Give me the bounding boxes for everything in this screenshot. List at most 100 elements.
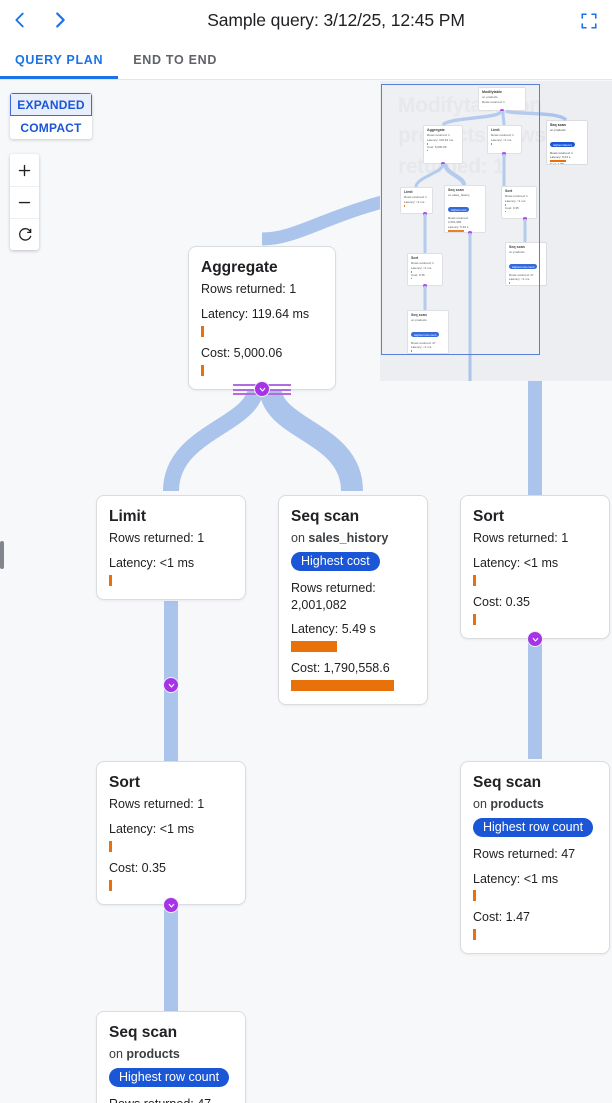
- minimap-node-sub: on products: [509, 250, 525, 255]
- minimap-latency-bar: [550, 160, 566, 163]
- status-badge: Highest cost: [291, 551, 380, 571]
- node-seqscan-products-bottom[interactable]: Seq scan on products Highest row count R…: [96, 1011, 246, 1103]
- latency-bar: [291, 641, 337, 653]
- minimap-node-sub2: Rows returned: 1: [482, 99, 505, 104]
- node-rows: Rows returned: 1: [201, 281, 297, 296]
- forward-arrow-icon[interactable]: [40, 0, 80, 40]
- horizontal-scroll-handle[interactable]: [0, 541, 4, 569]
- minimap-node-cost: Cost: 1.47: [509, 284, 543, 285]
- minimap-node-sub2: Latency: <1 ms: [411, 265, 432, 270]
- node-aggregate[interactable]: Aggregate Rows returned: 1 Latency: 119.…: [188, 246, 336, 390]
- node-latency: Latency: 119.64 ms: [201, 306, 310, 321]
- fullscreen-icon[interactable]: [576, 8, 602, 34]
- page-title: Sample query: 3/12/25, 12:45 PM: [207, 9, 465, 30]
- latency-bar: [473, 574, 476, 586]
- node-subtitle: on sales_history: [291, 529, 415, 548]
- node-rows: Rows returned: 1: [109, 530, 205, 545]
- minimap-node-cost: Cost: 1.58: [550, 162, 564, 165]
- minimap-panel[interactable]: Modifytable on products Rows returned: 1…: [380, 81, 612, 381]
- node-seqscan-products-right[interactable]: Seq scan on products Highest row count R…: [460, 761, 610, 955]
- graph-canvas[interactable]: Modifytable on products Rows returned: 1…: [0, 81, 612, 1103]
- minimap-node-sub: Rows returned: 1: [491, 133, 514, 138]
- status-badge: Highest row count: [473, 817, 594, 837]
- minimap-cost-bar: [427, 149, 429, 152]
- node-sort-right[interactable]: Sort Rows returned: 1 Latency: <1 ms Cos…: [460, 495, 610, 639]
- minimap-node-sub: Rows returned: 1: [505, 194, 528, 199]
- minimap-node-sub: on sales_history: [448, 193, 470, 198]
- node-on-prefix: on: [473, 796, 491, 811]
- cost-bar: [291, 680, 394, 692]
- node-cost: Cost: 0.35: [473, 594, 530, 609]
- node-subtitle: on products: [109, 1045, 233, 1064]
- mode-expanded-button[interactable]: EXPANDED: [10, 93, 92, 116]
- node-table-name: products: [490, 796, 544, 811]
- node-sort-left[interactable]: Sort Rows returned: 1 Latency: <1 ms Cos…: [96, 761, 246, 905]
- minimap-node-sub2: Latency: <1 ms: [491, 137, 512, 142]
- minimap-node-title: Limit: [404, 190, 413, 194]
- zoom-in-button[interactable]: [10, 154, 39, 186]
- minimap-collapse-dot: [423, 284, 427, 288]
- minimap-node-title: Sort: [505, 189, 513, 193]
- minimap-node-title: Aggregate: [427, 128, 445, 132]
- node-cost: Cost: 1,790,558.6: [291, 661, 390, 676]
- minimap-latency-bar: [411, 350, 413, 353]
- minimap-node-badge: Highest latency: [550, 142, 576, 148]
- node-rows: Rows returned: 47: [109, 1096, 233, 1103]
- minimap-node-cost: Cost: 0.35: [505, 205, 519, 210]
- node-cost: Cost: 0.35: [109, 860, 166, 875]
- tab-query-plan[interactable]: QUERY PLAN: [0, 40, 119, 79]
- minimap-node-title: Seq scan: [509, 245, 525, 249]
- node-on-prefix: on: [109, 1046, 127, 1061]
- node-limit[interactable]: Limit Rows returned: 1 Latency: <1 ms: [96, 495, 246, 600]
- minimap-node-cost: Cost: 1.47: [411, 352, 445, 353]
- aggregate-collapse-toggle[interactable]: [254, 381, 270, 397]
- node-latency: Latency: <1 ms: [109, 555, 195, 570]
- minimap-node-sub2: Latency: 119.64 ms: [427, 137, 453, 142]
- node-cost: Cost: 5,000.06: [201, 345, 283, 360]
- minimap-node-badge: Highest row count: [509, 264, 538, 270]
- minimap-node-badge: Highest cost: [448, 207, 470, 213]
- minimap-collapse-dot: [502, 152, 506, 156]
- minimap-collapse-dot: [468, 231, 472, 235]
- minimap-node-sub: Rows returned: 1: [404, 195, 427, 200]
- node-table-name: sales_history: [308, 530, 389, 545]
- zoom-out-button[interactable]: [10, 186, 39, 218]
- node-title: Limit: [109, 508, 147, 525]
- minimap-node-sub: on products: [482, 95, 498, 100]
- latency-bar: [201, 325, 204, 337]
- node-seqscan-sales-history[interactable]: Seq scan on sales_history Highest cost R…: [278, 495, 428, 706]
- minimap-latency-bar: [404, 204, 406, 207]
- back-arrow-icon[interactable]: [0, 0, 40, 40]
- minimap-node-title: Seq scan: [411, 313, 427, 317]
- node-title: Seq scan: [291, 508, 360, 525]
- node-rows: Rows returned: 2,001,082: [291, 580, 376, 612]
- minimap-edge-layer: [414, 109, 568, 381]
- node-latency: Latency: <1 ms: [473, 555, 559, 570]
- node-on-prefix: on: [291, 530, 309, 545]
- minimap-node-title: Seq scan: [448, 188, 464, 192]
- minimap-node-latency: Latency: <1 ms: [509, 277, 530, 282]
- minimap-node-title: Modifytable: [482, 90, 502, 94]
- mode-compact-button[interactable]: COMPACT: [10, 116, 92, 139]
- minimap-collapse-dot: [523, 217, 527, 221]
- sort-right-collapse-toggle[interactable]: [527, 631, 543, 647]
- latency-bar: [109, 574, 112, 586]
- tab-end-to-end[interactable]: END TO END: [133, 52, 218, 67]
- limit-collapse-toggle[interactable]: [163, 677, 179, 693]
- minimap-latency-bar: [505, 203, 507, 206]
- minimap-node-title: Limit: [491, 128, 500, 132]
- minimap-node-sub: Rows returned: 1: [427, 133, 450, 138]
- minimap-latency-bar: [509, 282, 511, 285]
- node-rows: Rows returned: 47: [473, 846, 576, 861]
- sort-left-collapse-toggle[interactable]: [163, 897, 179, 913]
- zoom-controls: [10, 154, 39, 250]
- node-latency: Latency: <1 ms: [473, 871, 559, 886]
- reset-view-button[interactable]: [10, 218, 39, 250]
- minimap-latency-bar: [491, 142, 493, 145]
